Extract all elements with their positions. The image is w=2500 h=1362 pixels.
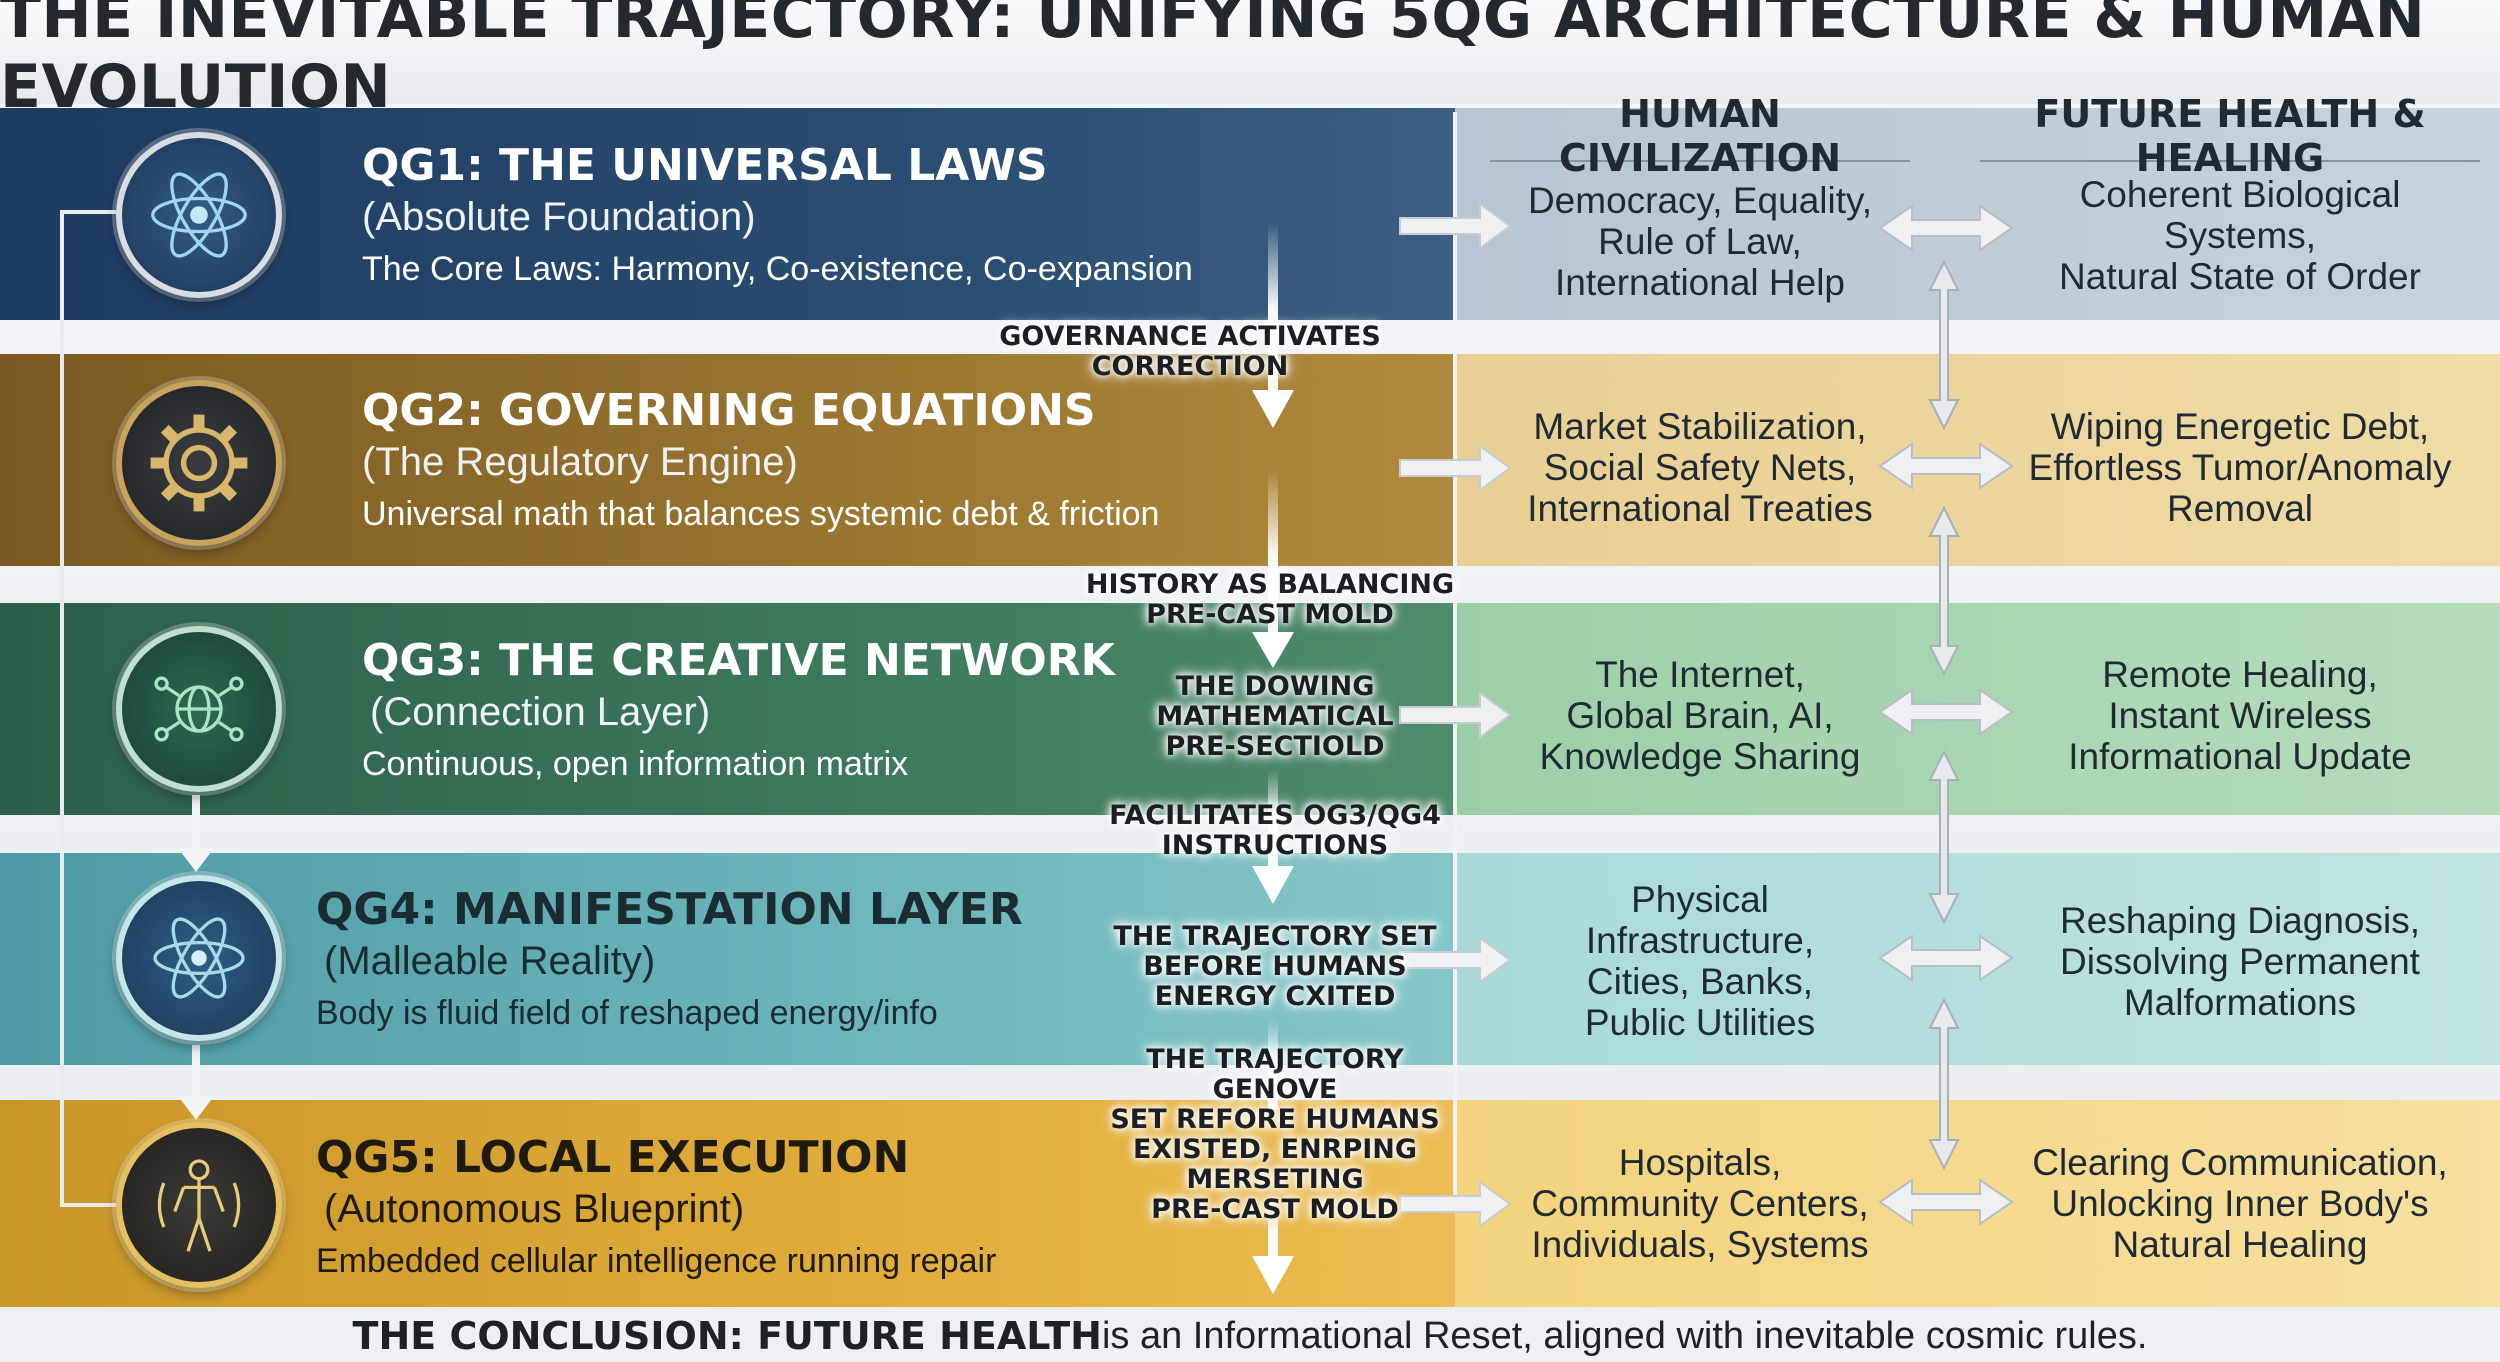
cell-line: Unlocking Inner Body's: [2051, 1182, 2429, 1224]
flow-label-line: GOVERNANCE ACTIVATES CORRECTION: [999, 321, 1381, 382]
flow-label-line: THE TRAJECTORY GENOVE: [1146, 1044, 1404, 1105]
atom-icon: [116, 132, 282, 298]
civilization-cell-qg3: The Internet, Global Brain, AI, Knowledg…: [1500, 650, 1900, 780]
cell-line: Cities, Banks,: [1586, 961, 1814, 1002]
conclusion-rest: is an Informational Reset, aligned with …: [1101, 1314, 2148, 1357]
flow-label: HISTORY AS BALANCING PRE-CAST MOLD: [1070, 570, 1470, 630]
cell-line: Reshaping Diagnosis,: [2060, 899, 2420, 941]
flow-label: THE TRAJECTORY SET BEFORE HUMANS ENERGY …: [1080, 922, 1470, 1012]
layer-qg4-text: QG4: MANIFESTATION LAYER (Malleable Real…: [316, 884, 1023, 1033]
cell-line: The Internet,: [1595, 653, 1805, 695]
cell-line: Wiping Energetic Debt,: [2050, 405, 2430, 447]
layer-subtitle: (Absolute Foundation): [362, 195, 756, 239]
layer-subtitle: (Connection Layer): [370, 690, 711, 734]
health-cell-qg3: Remote Healing, Instant Wireless Informa…: [2010, 650, 2470, 780]
flow-label-line: FACILITATES OG3/QG4: [1109, 800, 1441, 831]
civilization-cell-qg1: Democracy, Equality, Rule of Law, Intern…: [1500, 176, 1900, 306]
flow-label-line: BEFORE HUMANS: [1143, 951, 1407, 982]
cell-line: Coherent Biological Systems,: [2079, 173, 2401, 256]
conclusion: THE CONCLUSION: FUTURE HEALTH is an Info…: [0, 1310, 2500, 1362]
layer-qg3-text: QG3: THE CREATIVE NETWORK (Connection La…: [362, 635, 1115, 784]
cell-line: Hospitals,: [1618, 1141, 1782, 1183]
layer-description: Universal math that balances systemic de…: [362, 495, 1160, 533]
layer-qg1-text: QG1: THE UNIVERSAL LAWS (Absolute Founda…: [362, 140, 1193, 289]
health-cell-qg2: Wiping Energetic Debt, Effortless Tumor/…: [2010, 402, 2470, 532]
flow-label-line: MERSETING: [1186, 1164, 1364, 1195]
layer-title: QG2: GOVERNING EQUATIONS: [362, 385, 1096, 436]
cell-line: Instant Wireless: [2108, 694, 2372, 736]
layer-title: QG4: MANIFESTATION LAYER: [316, 884, 1023, 935]
layer-title: QG3: THE CREATIVE NETWORK: [362, 635, 1115, 686]
layer-description: Continuous, open information matrix: [362, 745, 909, 783]
cell-line: Dissolving Permanent: [2060, 940, 2420, 982]
cell-line: Rule of Law,: [1598, 220, 1802, 262]
cell-line: Global Brain, AI,: [1566, 694, 1834, 736]
cell-line: Knowledge Sharing: [1539, 735, 1861, 777]
cell-line: Infrastructure,: [1585, 920, 1815, 961]
cell-line: Public Utilities: [1584, 1002, 1816, 1043]
layer-subtitle: (Autonomous Blueprint): [324, 1187, 745, 1231]
health-cell-qg1: Coherent Biological Systems, Natural Sta…: [2010, 174, 2470, 297]
flow-label-line: ENERGY CXITED: [1154, 981, 1396, 1012]
cell-line: Democracy, Equality,: [1527, 179, 1873, 221]
flow-label-line: PRE-CAST MOLD: [1146, 599, 1394, 630]
human-body-icon: [116, 1122, 282, 1288]
flow-label-line: PRE-SECTIOLD: [1165, 731, 1385, 762]
column-header-civilization: HUMAN CIVILIZATION: [1490, 92, 1910, 180]
flow-label-line: THE DOWING: [1175, 671, 1375, 702]
civilization-cell-qg4: Physical Infrastructure, Cities, Banks, …: [1500, 876, 1900, 1046]
cell-line: Natural Healing: [2112, 1223, 2368, 1265]
cell-line: Remote Healing,: [2102, 653, 2378, 695]
civilization-cell-qg2: Market Stabilization, Social Safety Nets…: [1500, 402, 1900, 532]
layer-title: QG5: LOCAL EXECUTION: [316, 1132, 910, 1183]
globe-network-icon: [116, 626, 282, 792]
civilization-cell-qg5: Hospitals, Community Centers, Individual…: [1500, 1138, 1900, 1268]
cell-line: Natural State of Order: [2059, 255, 2421, 297]
cell-line: Informational Update: [2068, 735, 2412, 777]
cell-line: Market Stabilization,: [1533, 405, 1867, 447]
cell-line: Clearing Communication,: [2032, 1141, 2448, 1183]
flow-label: THE TRAJECTORY GENOVE SET REFORE HUMANS …: [1080, 1045, 1470, 1225]
flow-label-line: HISTORY AS BALANCING: [1085, 569, 1455, 600]
flow-label-line: INSTRUCTIONS: [1161, 830, 1389, 861]
conclusion-lead: THE CONCLUSION: FUTURE HEALTH: [352, 1314, 1102, 1358]
cell-line: Social Safety Nets,: [1543, 446, 1857, 488]
flow-label-line: MATHEMATICAL: [1156, 701, 1394, 732]
layer-title: QG1: THE UNIVERSAL LAWS: [362, 140, 1048, 191]
cell-line: Malformations: [2123, 981, 2357, 1023]
cell-line: Effortless Tumor/Anomaly: [2028, 446, 2452, 488]
layer-description: The Core Laws: Harmony, Co-existence, Co…: [362, 250, 1193, 288]
flow-label: THE DOWING MATHEMATICAL PRE-SECTIOLD: [1110, 672, 1440, 762]
layer-description: Embedded cellular intelligence running r…: [316, 1242, 997, 1280]
atom-icon: [116, 875, 282, 1041]
cell-line: International Help: [1554, 261, 1846, 303]
health-cell-qg4: Reshaping Diagnosis, Dissolving Permanen…: [2010, 896, 2470, 1026]
flow-label-line: SET REFORE HUMANS: [1110, 1104, 1440, 1135]
flow-label-line: EXISTED, ENRPING: [1132, 1134, 1418, 1165]
gear-icon: [116, 380, 282, 546]
cell-line: Physical: [1631, 879, 1769, 920]
column-header-health: FUTURE HEALTH & HEALING: [1980, 92, 2480, 180]
health-cell-qg5: Clearing Communication, Unlocking Inner …: [2010, 1138, 2470, 1268]
flow-label: FACILITATES OG3/QG4 INSTRUCTIONS: [1080, 801, 1470, 861]
flow-label-line: PRE-CAST MOLD: [1151, 1194, 1399, 1225]
flow-label-line: THE TRAJECTORY SET: [1113, 921, 1437, 952]
layer-description: Body is fluid field of reshaped energy/i…: [316, 994, 938, 1032]
cell-line: International Treaties: [1527, 487, 1873, 529]
page-title: THE INEVITABLE TRAJECTORY: UNIFYING 5QG …: [0, 0, 2500, 122]
cell-line: Removal: [2167, 487, 2313, 529]
layer-subtitle: (The Regulatory Engine): [362, 440, 798, 484]
flow-label: GOVERNANCE ACTIVATES CORRECTION: [930, 322, 1450, 382]
layer-subtitle: (Malleable Reality): [324, 939, 656, 983]
layer-qg5-text: QG5: LOCAL EXECUTION (Autonomous Bluepri…: [316, 1132, 996, 1281]
cell-line: Community Centers,: [1531, 1182, 1869, 1224]
layer-qg2-text: QG2: GOVERNING EQUATIONS (The Regulatory…: [362, 385, 1159, 534]
cell-line: Individuals, Systems: [1531, 1223, 1869, 1265]
